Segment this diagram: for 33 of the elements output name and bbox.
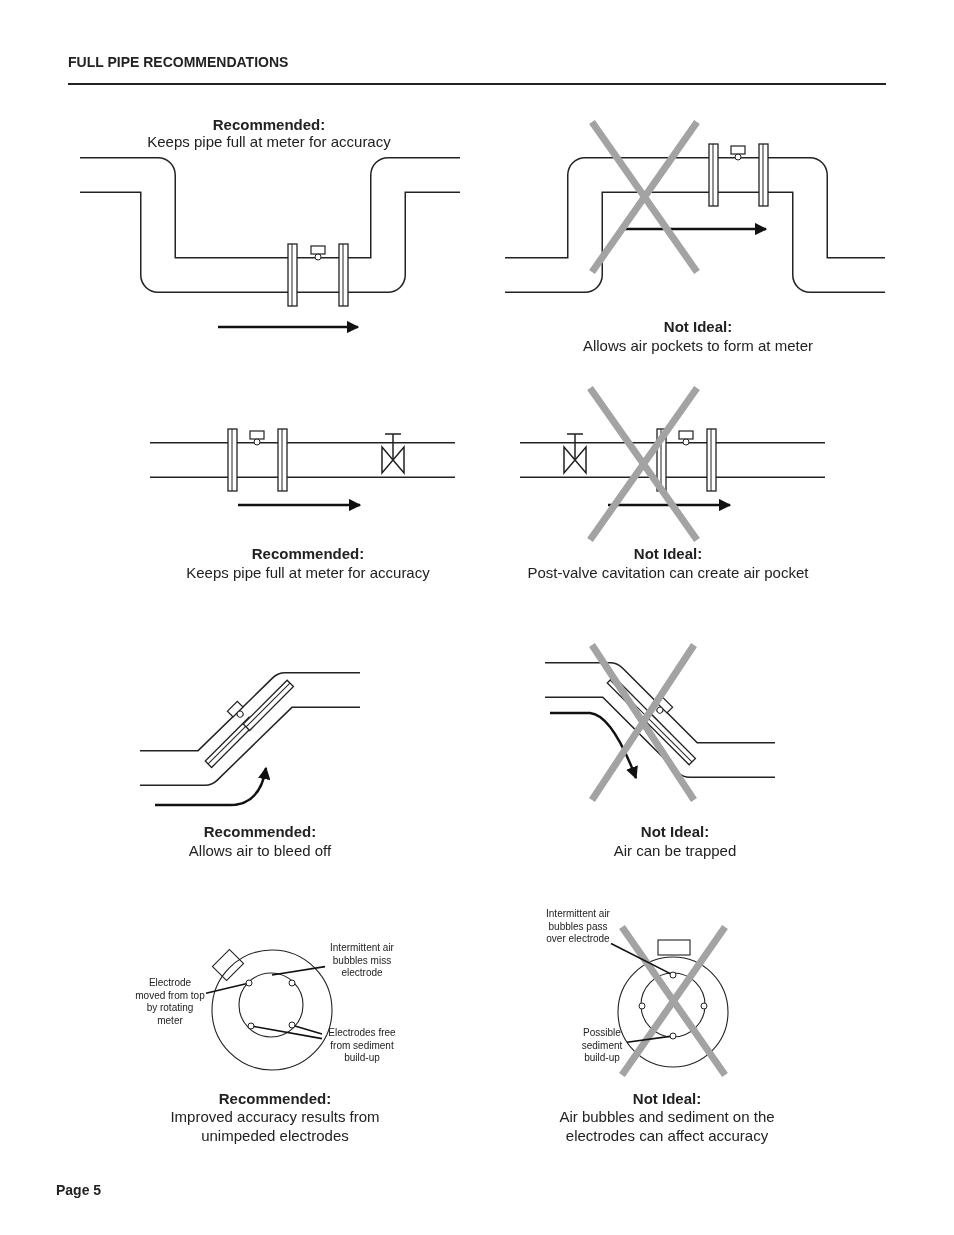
- leader-line: [271, 965, 326, 976]
- caption-heading: Recommended:: [250, 545, 366, 564]
- electrode: [247, 1022, 255, 1030]
- caption-heading: Not Ideal:: [662, 318, 734, 337]
- page-number: Page 5: [56, 1182, 103, 1200]
- caption-heading: Recommended:: [217, 1090, 333, 1109]
- caption-text: Post-valve cavitation can create air pocket: [526, 564, 810, 583]
- callout-text: Possible sediment build-up: [577, 1027, 627, 1065]
- electrode: [288, 1021, 296, 1029]
- page-title: FULL PIPE RECOMMENDATIONS: [68, 54, 290, 72]
- caption-heading: Not Ideal:: [632, 545, 704, 564]
- callout-text: Intermittent air bubbles pass over electrode: [545, 908, 611, 946]
- callout-text: Electrode moved from top by rotating meter: [134, 977, 206, 1027]
- leader-line: [626, 1035, 671, 1044]
- leader-line: [253, 1025, 323, 1040]
- caption-text: Keeps pipe full at meter for accuracy: [146, 133, 392, 152]
- caption-heading: Recommended:: [211, 116, 327, 135]
- caption-text: Air bubbles and sediment on the electrodes can affect accuracy: [558, 1108, 776, 1146]
- caption-heading: Not Ideal:: [639, 823, 711, 842]
- electrode: [669, 1032, 677, 1040]
- callout-text: Intermittent air bubbles miss electrode: [325, 942, 399, 980]
- caption-heading: Not Ideal:: [631, 1090, 703, 1109]
- caption-text: Allows air to bleed off: [187, 842, 333, 861]
- callout-text: Electrodes free from sediment build-up: [322, 1027, 402, 1065]
- caption-text: Improved accuracy results from unimpeded electrodes: [169, 1108, 381, 1146]
- caption-heading: Recommended:: [202, 823, 318, 842]
- electrode: [245, 979, 253, 987]
- electrode: [669, 971, 677, 979]
- caption-text: Keeps pipe full at meter for accuracy: [185, 564, 431, 583]
- leader-line: [610, 942, 672, 975]
- caption-text: Air can be trapped: [612, 842, 738, 861]
- leader-line: [294, 1025, 323, 1035]
- caption-text: Allows air pockets to form at meter: [581, 337, 815, 356]
